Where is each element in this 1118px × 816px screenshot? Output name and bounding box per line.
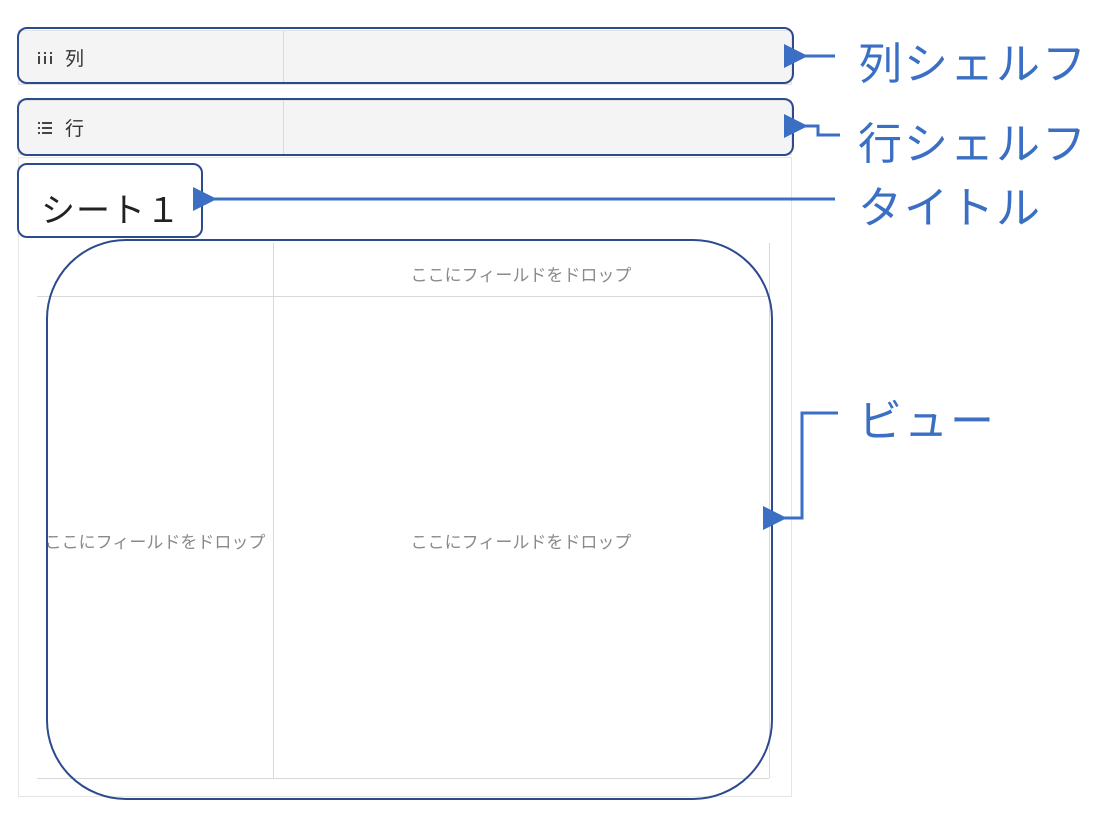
sheet-title[interactable]: シート１	[41, 191, 181, 231]
columns-shelf-label: 列	[65, 48, 85, 70]
view-annotation-label: ビュー	[858, 396, 996, 447]
rows-shelf: 行	[18, 100, 792, 155]
view-bottom-edge	[37, 778, 769, 779]
workspace-panel: 列 行	[18, 27, 792, 797]
drop-zone-view-body[interactable]: ここにフィールドをドロップ	[410, 533, 632, 553]
view-arrow	[763, 411, 838, 530]
columns-shelf: 列	[18, 30, 792, 85]
view-header-divider	[37, 296, 769, 297]
title-annotation-label: タイトル	[858, 183, 1042, 234]
drop-zone-columns-header[interactable]: ここにフィールドをドロップ	[410, 266, 632, 286]
sheet-area: シート１ ここにフィールドをドロップ ここにフィールドをドロップ ここにフィール…	[18, 157, 792, 797]
view-row-header-divider	[273, 243, 274, 778]
rows-shelf-label: 行	[65, 118, 85, 140]
rows-shelf-icon	[37, 121, 55, 135]
rows-shelf-header: 行	[19, 101, 284, 154]
columns-shelf-icon	[37, 51, 55, 65]
drop-zone-rows-header[interactable]: ここにフィールドをドロップ	[44, 533, 266, 553]
columns-shelf-drop-zone[interactable]	[284, 31, 791, 84]
columns-shelf-annotation-label: 列シェルフ	[858, 39, 1088, 90]
rows-shelf-drop-zone[interactable]	[284, 101, 791, 154]
columns-shelf-header: 列	[19, 31, 284, 84]
rows-shelf-arrow	[784, 114, 840, 138]
rows-shelf-annotation-label: 行シェルフ	[858, 119, 1088, 170]
view-right-edge	[769, 243, 770, 778]
